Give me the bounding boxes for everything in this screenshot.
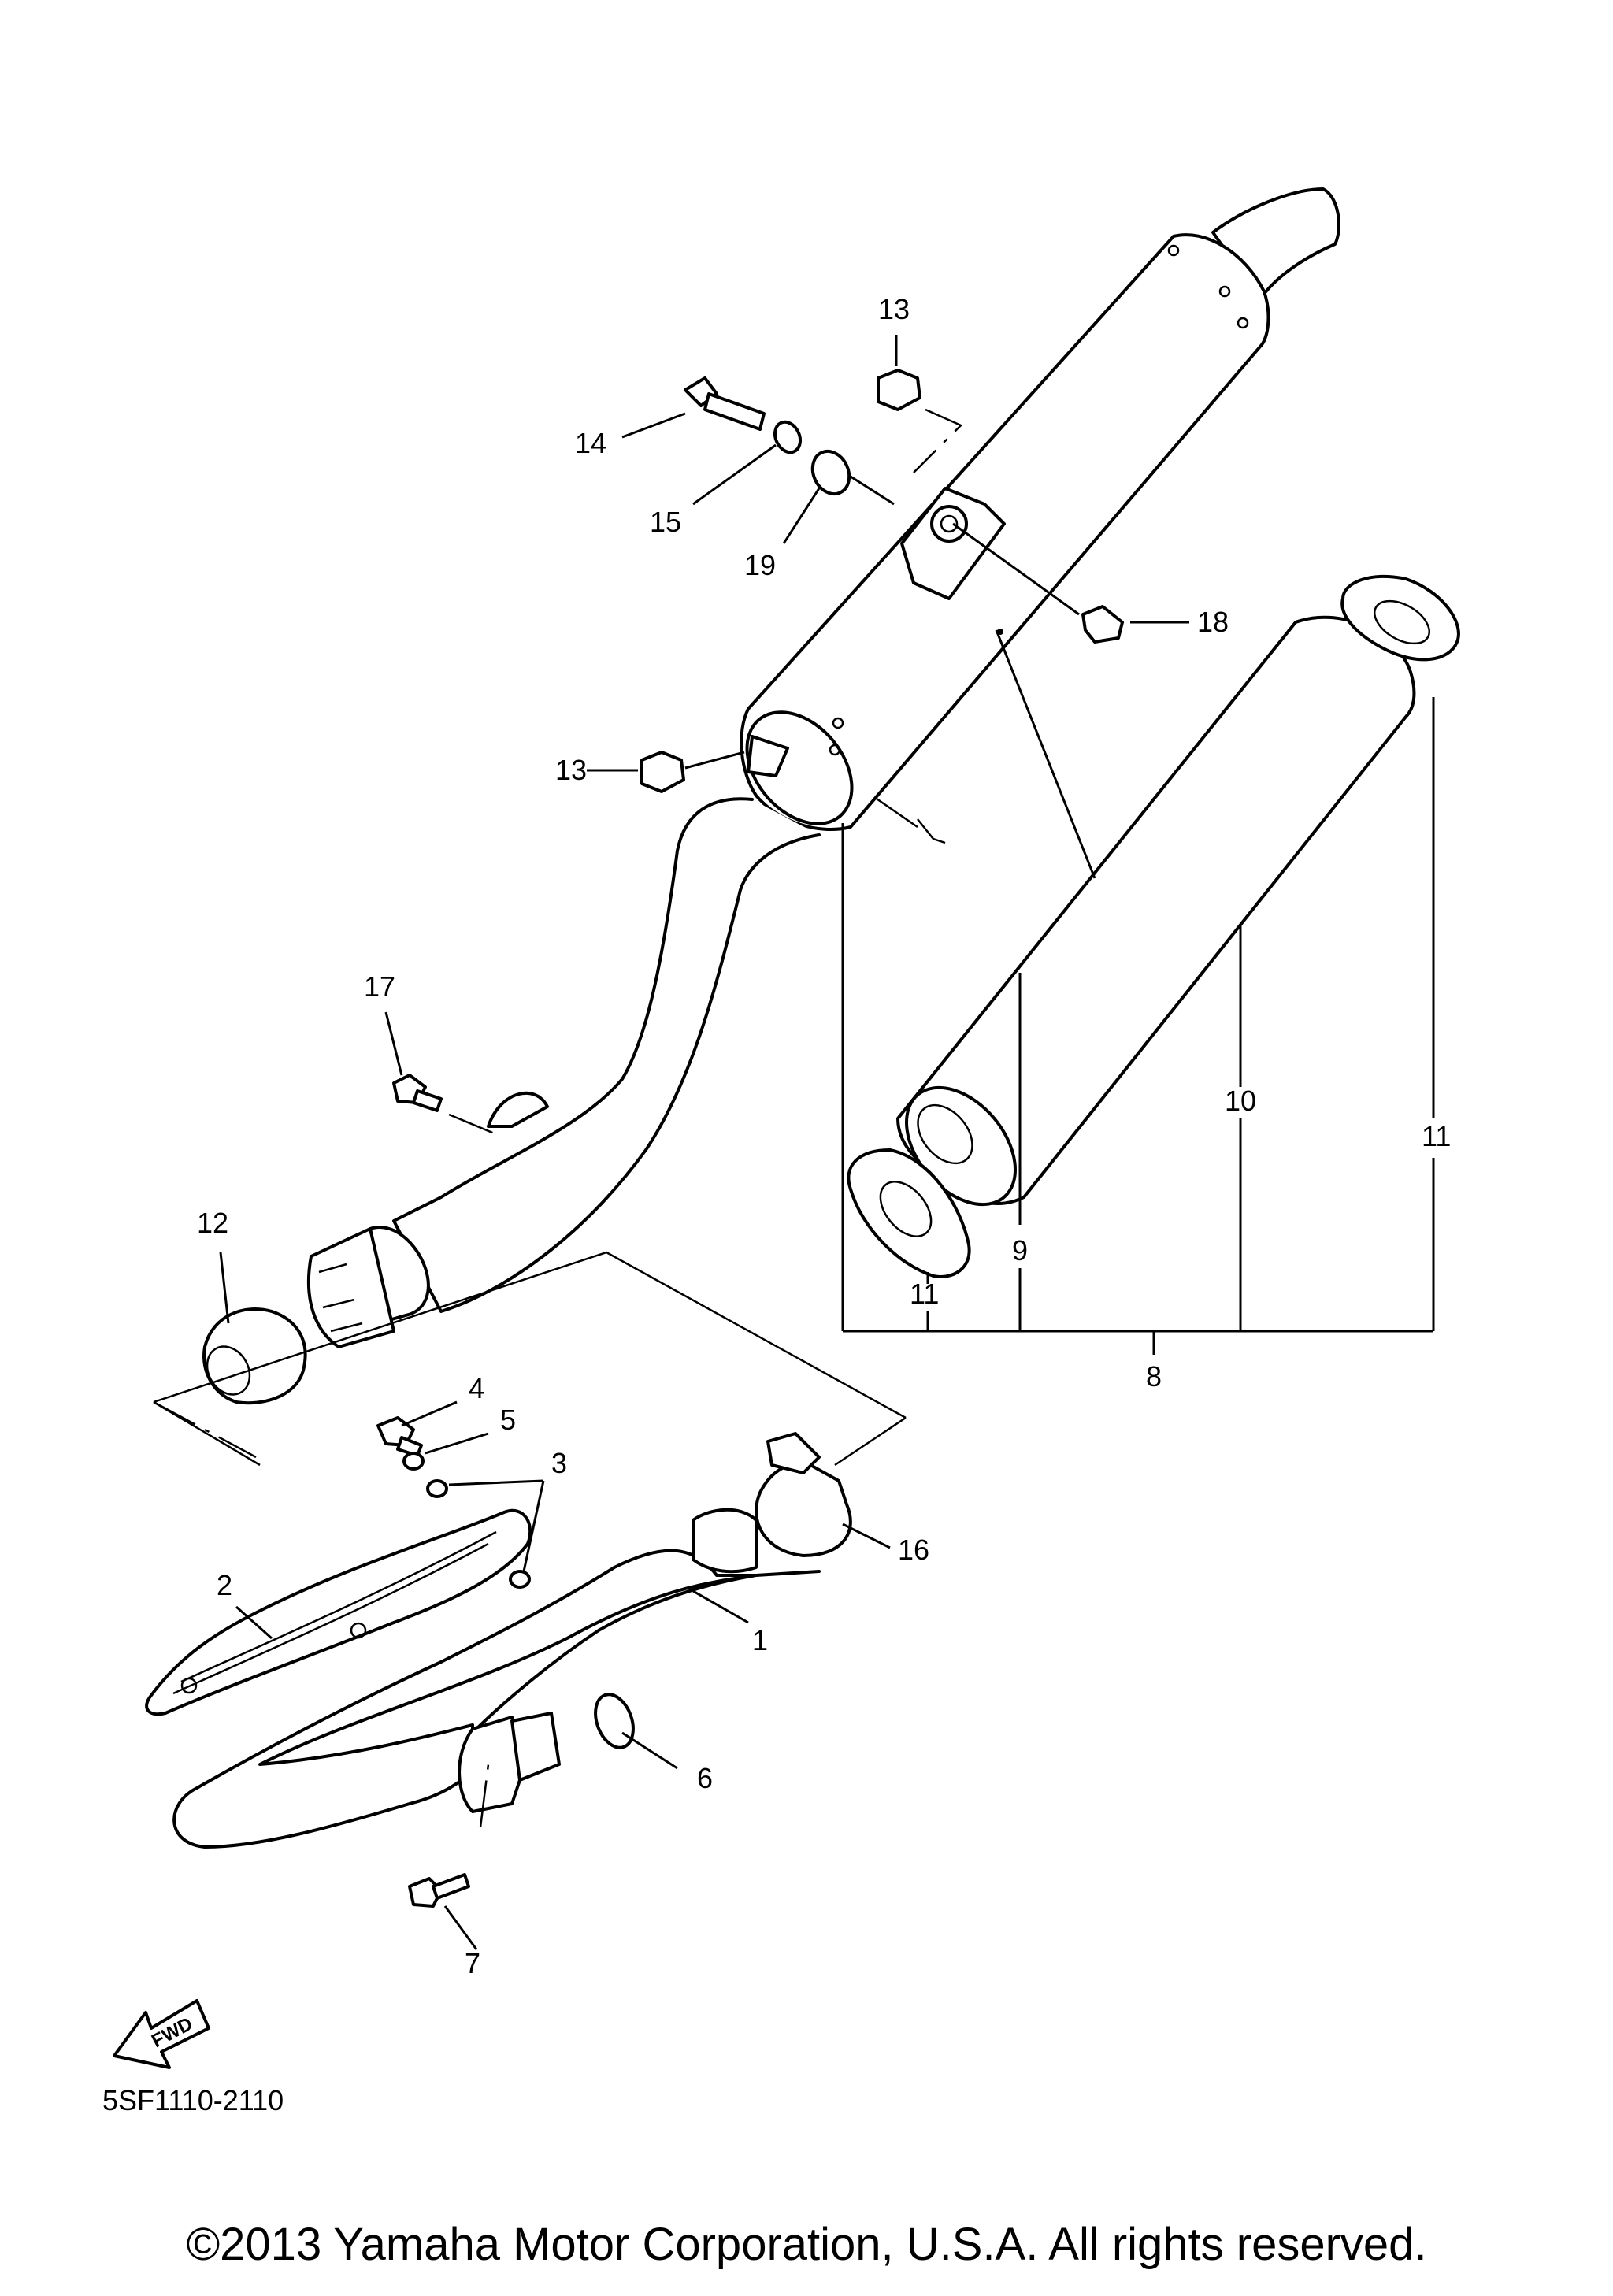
callout-9: 9 xyxy=(1012,1234,1028,1267)
callout-14: 16 xyxy=(898,1534,929,1566)
callout-8: 8 xyxy=(1146,1360,1162,1393)
callout-19: 19 xyxy=(744,549,776,581)
callout-12: 12 xyxy=(197,1207,228,1239)
callout-4: 4 xyxy=(469,1372,484,1404)
muffler-assembly xyxy=(307,187,1340,1348)
callout-16: 14 xyxy=(575,427,606,459)
callout-18: 18 xyxy=(1197,606,1229,638)
callout-13-lower: 13 xyxy=(555,754,587,786)
callout-7: 7 xyxy=(465,1947,480,1979)
leader-lines xyxy=(153,335,1435,1950)
callout-13-upper: 13 xyxy=(878,293,910,325)
fwd-arrow-icon: FWD xyxy=(113,1999,210,2069)
callout-labels: 13 14 15 19 18 13 17 12 10 11 9 11 8 4 5… xyxy=(197,293,1451,1979)
copyright-notice: ©2013 Yamaha Motor Corporation, U.S.A. A… xyxy=(186,2219,1427,2270)
callout-17: 15 xyxy=(650,506,681,538)
callout-3: 3 xyxy=(551,1447,567,1479)
callout-6: 6 xyxy=(697,1762,713,1794)
callout-2: 2 xyxy=(217,1569,232,1601)
callout-11-right: 11 xyxy=(1422,1120,1451,1152)
silencer-assembly xyxy=(847,574,1460,1278)
callout-15: 17 xyxy=(364,970,395,1003)
callout-10: 10 xyxy=(1225,1085,1256,1117)
callout-11-left: 11 xyxy=(910,1278,939,1310)
callout-5: 5 xyxy=(500,1404,516,1436)
diagram-code: 5SF1110-2110 xyxy=(102,2084,284,2116)
callout-1: 1 xyxy=(752,1624,768,1656)
header-pipe-assembly xyxy=(145,1307,852,1849)
fasteners xyxy=(376,369,1124,1908)
